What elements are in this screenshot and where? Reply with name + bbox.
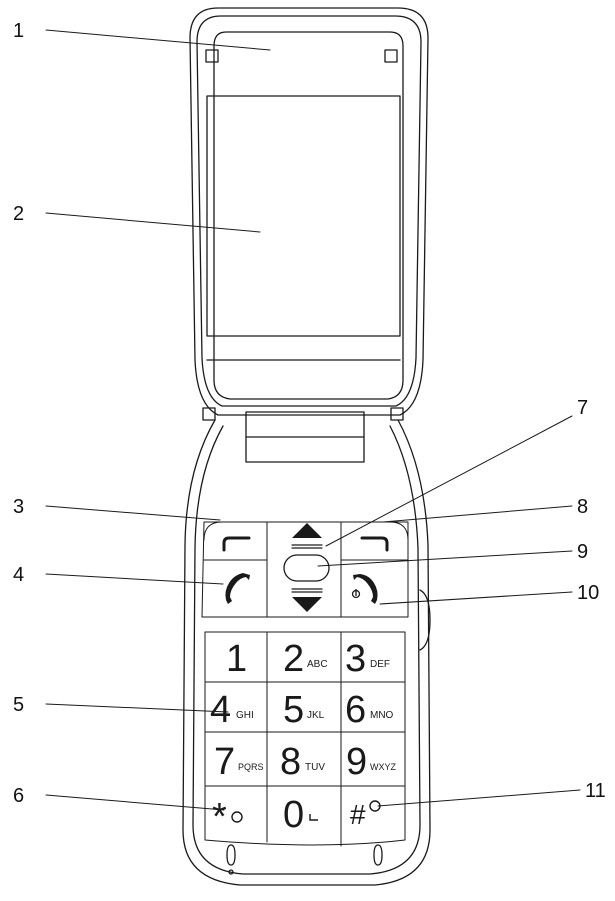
space-icon [309,814,318,821]
callout-lines [45,29,581,811]
keypad-labels: 1 2 ABC 3 DEF 4 GHI 5 JKL 6 MNO 7 PQRS 8… [210,638,397,838]
key-3-digit[interactable]: 3 [345,638,366,680]
key-9-digit[interactable]: 9 [346,741,367,783]
hinge-corner-right [390,407,404,421]
ok-button-icon[interactable] [283,554,330,582]
key-1-digit[interactable]: 1 [226,638,247,680]
main-display [206,95,401,337]
callout-7: 7 [577,397,588,419]
key-2-letters: ABC [307,659,328,670]
call-handset-icon[interactable] [225,573,250,604]
key-8-letters: TUV [305,762,325,773]
key-9-letters: WXYZ [370,762,397,772]
key-4-digit[interactable]: 4 [210,689,231,731]
upper-flip-housing [189,7,429,421]
callout-6: 6 [13,785,24,807]
silent-mode-icon [369,800,381,812]
key-7-digit[interactable]: 7 [214,741,235,783]
key-hash-digit[interactable]: # [350,799,366,830]
key-4-letters: GHI [236,710,254,721]
number-keypad [204,631,406,847]
callout-1: 1 [13,20,24,42]
callout-2: 2 [13,203,24,225]
hinge [245,411,365,463]
earpiece-corner-left [205,49,219,63]
key-6-digit[interactable]: 6 [345,689,366,731]
key-0-digit[interactable]: 0 [283,794,304,836]
arrow-down-icon[interactable] [292,597,322,612]
key-8-digit[interactable]: 8 [280,741,301,783]
callout-4: 4 [13,564,24,586]
lower-base-housing [182,419,431,886]
key-2-digit[interactable]: 2 [283,638,304,680]
callout-5: 5 [13,694,24,716]
right-soft-key-icon[interactable] [360,536,389,552]
callout-10: 10 [577,582,599,604]
callout-numbers: 1 2 3 4 5 6 7 8 9 10 11 [13,20,606,807]
arrow-up-icon[interactable] [292,523,322,538]
callout-3: 3 [13,496,24,518]
power-symbol-icon [351,589,361,599]
key-3-letters: DEF [370,659,390,670]
end-call-power-icon[interactable] [353,574,378,604]
voicemail-icon [231,811,243,823]
callout-11: 11 [585,780,606,802]
key-7-letters: PQRS [238,762,264,772]
key-5-letters: JKL [307,710,325,721]
hinge-corner-left [202,407,216,421]
left-soft-key-icon[interactable] [222,536,251,552]
microphone-left [226,844,236,866]
callout-8: 8 [577,496,588,518]
key-star-digit[interactable]: * [212,796,227,838]
microphone-hole [228,869,234,875]
key-6-letters: MNO [370,710,394,721]
callout-9: 9 [577,541,588,563]
key-5-digit[interactable]: 5 [283,689,304,731]
earpiece-corner-right [384,49,398,63]
microphone-right [373,844,383,866]
